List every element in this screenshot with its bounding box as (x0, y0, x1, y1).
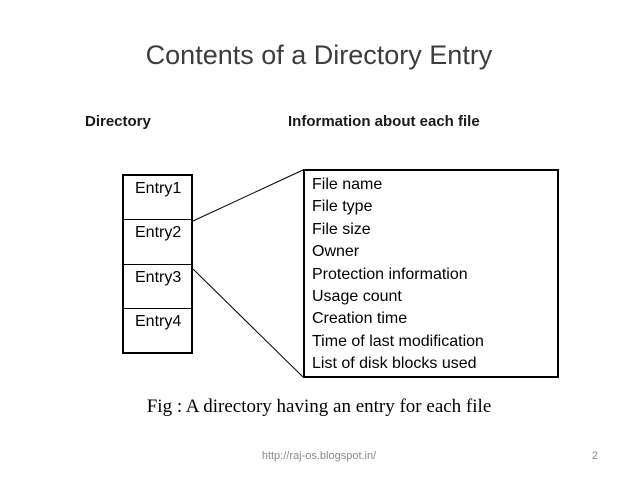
file-info-item: File name (312, 176, 383, 193)
connector-line-bottom (192, 268, 304, 378)
connector-line-top (192, 169, 304, 222)
directory-entry: Entry2 (124, 220, 191, 265)
footer-url: http://raj-os.blogspot.in/ (261, 450, 377, 462)
directory-entry: Entry3 (124, 265, 191, 309)
directory-entry: Entry4 (135, 312, 182, 330)
file-info-item: List of disk blocks used (312, 355, 477, 373)
directory-column-label: Directory (85, 113, 151, 130)
file-info-item: Usage count (312, 288, 402, 306)
file-info-item: Owner (312, 243, 360, 261)
info-column-label: Information about each file (288, 113, 480, 130)
file-info-item: File size (312, 220, 371, 238)
slide-title: Contents of a Directory Entry (145, 40, 493, 70)
file-info-item: Time of last modification (312, 332, 484, 350)
directory-entry: Entry1 (124, 176, 191, 221)
file-info-box: File name File type File size Owner Prot… (303, 169, 559, 378)
file-info-item: File type (312, 198, 373, 216)
page-number: 2 (591, 450, 598, 462)
file-info-item: Protection information (312, 265, 468, 283)
figure-caption: Fig : A directory having an entry for ea… (146, 396, 492, 417)
directory-box: Entry1 Entry2 Entry3 Entry4 (122, 174, 193, 354)
file-info-item: Creation time (312, 310, 408, 328)
